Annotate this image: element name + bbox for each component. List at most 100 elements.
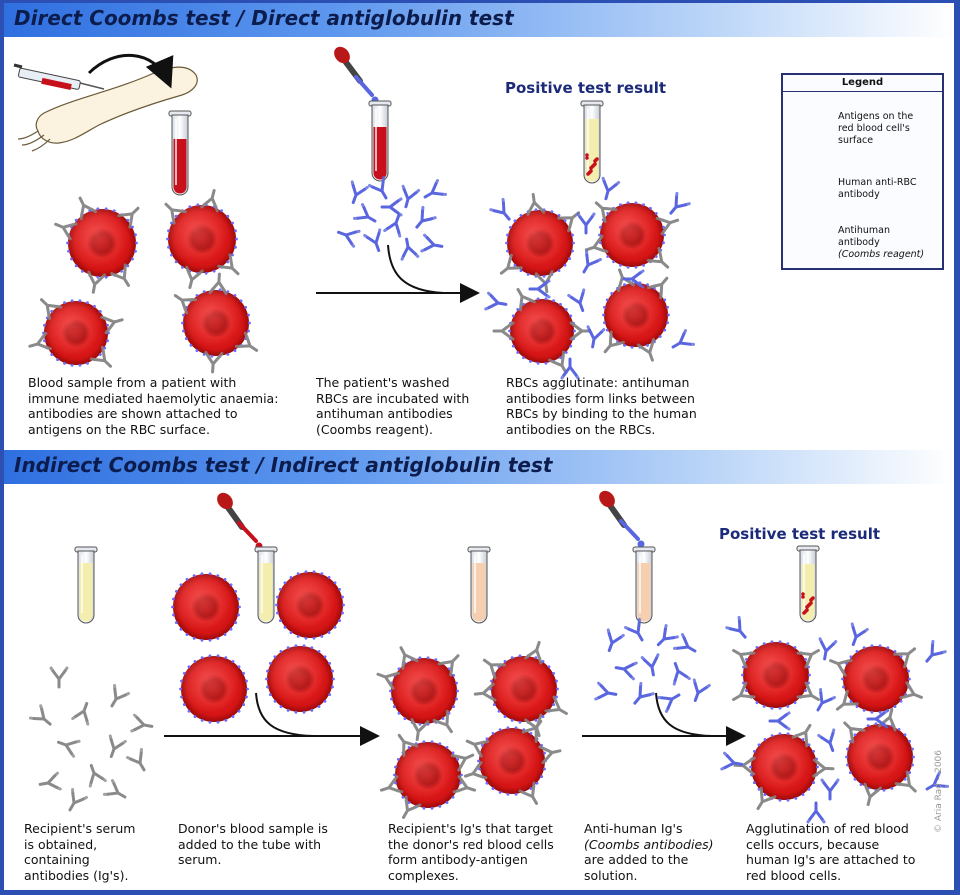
legend-item-human-antibody: Human anti-RBC antibody [838,177,917,201]
human-antibody [56,739,81,758]
human-antibody [452,775,477,794]
antihuman-antibody [720,751,744,771]
human-antibody [110,683,130,708]
diagram-frame: Direct Coombs test / Direct antiglobulin… [4,3,954,890]
legend-box: Legend Antigens on the red blood cell's … [781,73,944,270]
antihuman-antibody [489,197,511,221]
indirect-caption-step4: Anti-human Ig's (Coombs antibodies) are … [584,821,714,883]
antihuman-antibody [368,175,388,200]
caption-line: The patient's washed [316,375,450,390]
human-antibody [894,770,917,793]
human-antibody [594,201,618,224]
human-antibody [204,350,224,374]
indirect-result-heading: Positive test result [719,525,881,543]
human-antibody [516,287,536,312]
caption-line: form antibody-antigen [388,852,528,867]
human-antibody [733,756,756,776]
caption-line: solution. [584,867,638,883]
human-antibody [54,222,78,241]
human-antibody [130,713,154,733]
caption-line: (Coombs antibodies) [584,836,714,852]
red-blood-cell [841,644,911,714]
human-antibody [538,745,562,765]
human-antibody [108,734,127,759]
caption-line: Agglutination of red blood [746,821,909,836]
red-blood-cell [181,288,251,358]
red-blood-cell [42,299,110,367]
antihuman-antibody [656,693,681,713]
antihuman-antibody [350,180,369,205]
caption-line: antihuman antibodies [316,406,453,421]
human-antibody [796,649,820,669]
human-antibody [110,263,130,287]
legend-line: antibody [838,237,880,248]
caption-line: RBCs by binding to the human [506,406,697,421]
human-antibody [164,202,187,225]
legend-title: Legend [783,75,942,92]
human-antibody [39,298,63,321]
human-antibody [499,253,523,275]
antihuman-antibody [614,661,638,681]
antihuman-antibody [352,203,377,223]
indirect-arrow-1 [164,692,380,746]
human-antibody [899,681,923,700]
human-antibody [732,649,756,669]
human-antibody [102,779,127,799]
red-blood-cell [275,570,345,640]
human-antibody [78,196,98,221]
human-antibody [524,640,543,665]
indirect-caption-step1: Recipient's serum is obtained, containin… [24,821,135,883]
antihuman-antibody [336,229,361,248]
human-antibody [518,781,538,805]
direct-test-banner: Direct Coombs test / Direct antiglobulin… [4,3,954,37]
arm-with-syringe [13,53,198,152]
antihuman-antibody [622,269,645,289]
red-blood-cell [265,644,335,714]
antihuman-antibody [850,622,869,647]
human-antibody [410,718,430,742]
caption-line: containing [24,852,90,867]
indirect-caption-step2: Donor's blood sample is added to the tub… [178,821,328,868]
credit-text: © Aria Rad – 2006 [934,749,944,833]
direct-result-heading: Positive test result [505,79,667,97]
antihuman-antibody [576,212,596,235]
human-antibody [234,331,259,352]
direct-caption-step2: The patient's washed RBCs are incubated … [316,375,469,437]
antihuman-antibody [380,197,403,217]
caption-line: antibodies on the RBCs. [506,421,656,437]
direct-arrow [316,244,480,303]
human-antibody [473,682,497,702]
caption-line: (Coombs reagent). [316,421,434,437]
human-antibody [402,795,422,819]
antihuman-antibody [669,191,691,215]
antihuman-antibody [586,325,606,349]
indirect-test-title: Indirect Coombs test / Indirect antiglob… [14,453,553,477]
human-antibody [89,345,113,368]
caption-line: complexes. [388,867,459,883]
test-tube [254,546,278,624]
antihuman-antibody [401,184,421,209]
red-blood-cell [171,572,241,642]
illustration-canvas [13,46,950,824]
test-tube [74,546,98,624]
human-antibody [732,681,756,701]
red-blood-cell [602,281,670,349]
antihuman-antibody [400,237,420,261]
caption-line: immune mediated haemolytic anaemia: [28,390,279,406]
human-antibody [126,747,146,772]
legend-item-antihuman-antibody: Antihuman antibody (Coombs reagent) [838,225,924,261]
human-antibody [28,331,52,351]
caption-line: Recipient's serum [24,821,136,836]
human-antibody [843,721,866,744]
antihuman-antibody [925,639,947,663]
human-antibody [28,704,52,726]
human-antibody [492,321,515,341]
human-antibody [829,658,853,677]
test-tube [580,100,604,184]
caption-line: are added to the [584,852,689,867]
antihuman-antibody [420,233,444,253]
antihuman-antibody [594,681,618,701]
legend-line: antibody [838,189,880,200]
red-blood-cell [741,640,811,710]
caption-line: added to the tube with [178,836,322,852]
